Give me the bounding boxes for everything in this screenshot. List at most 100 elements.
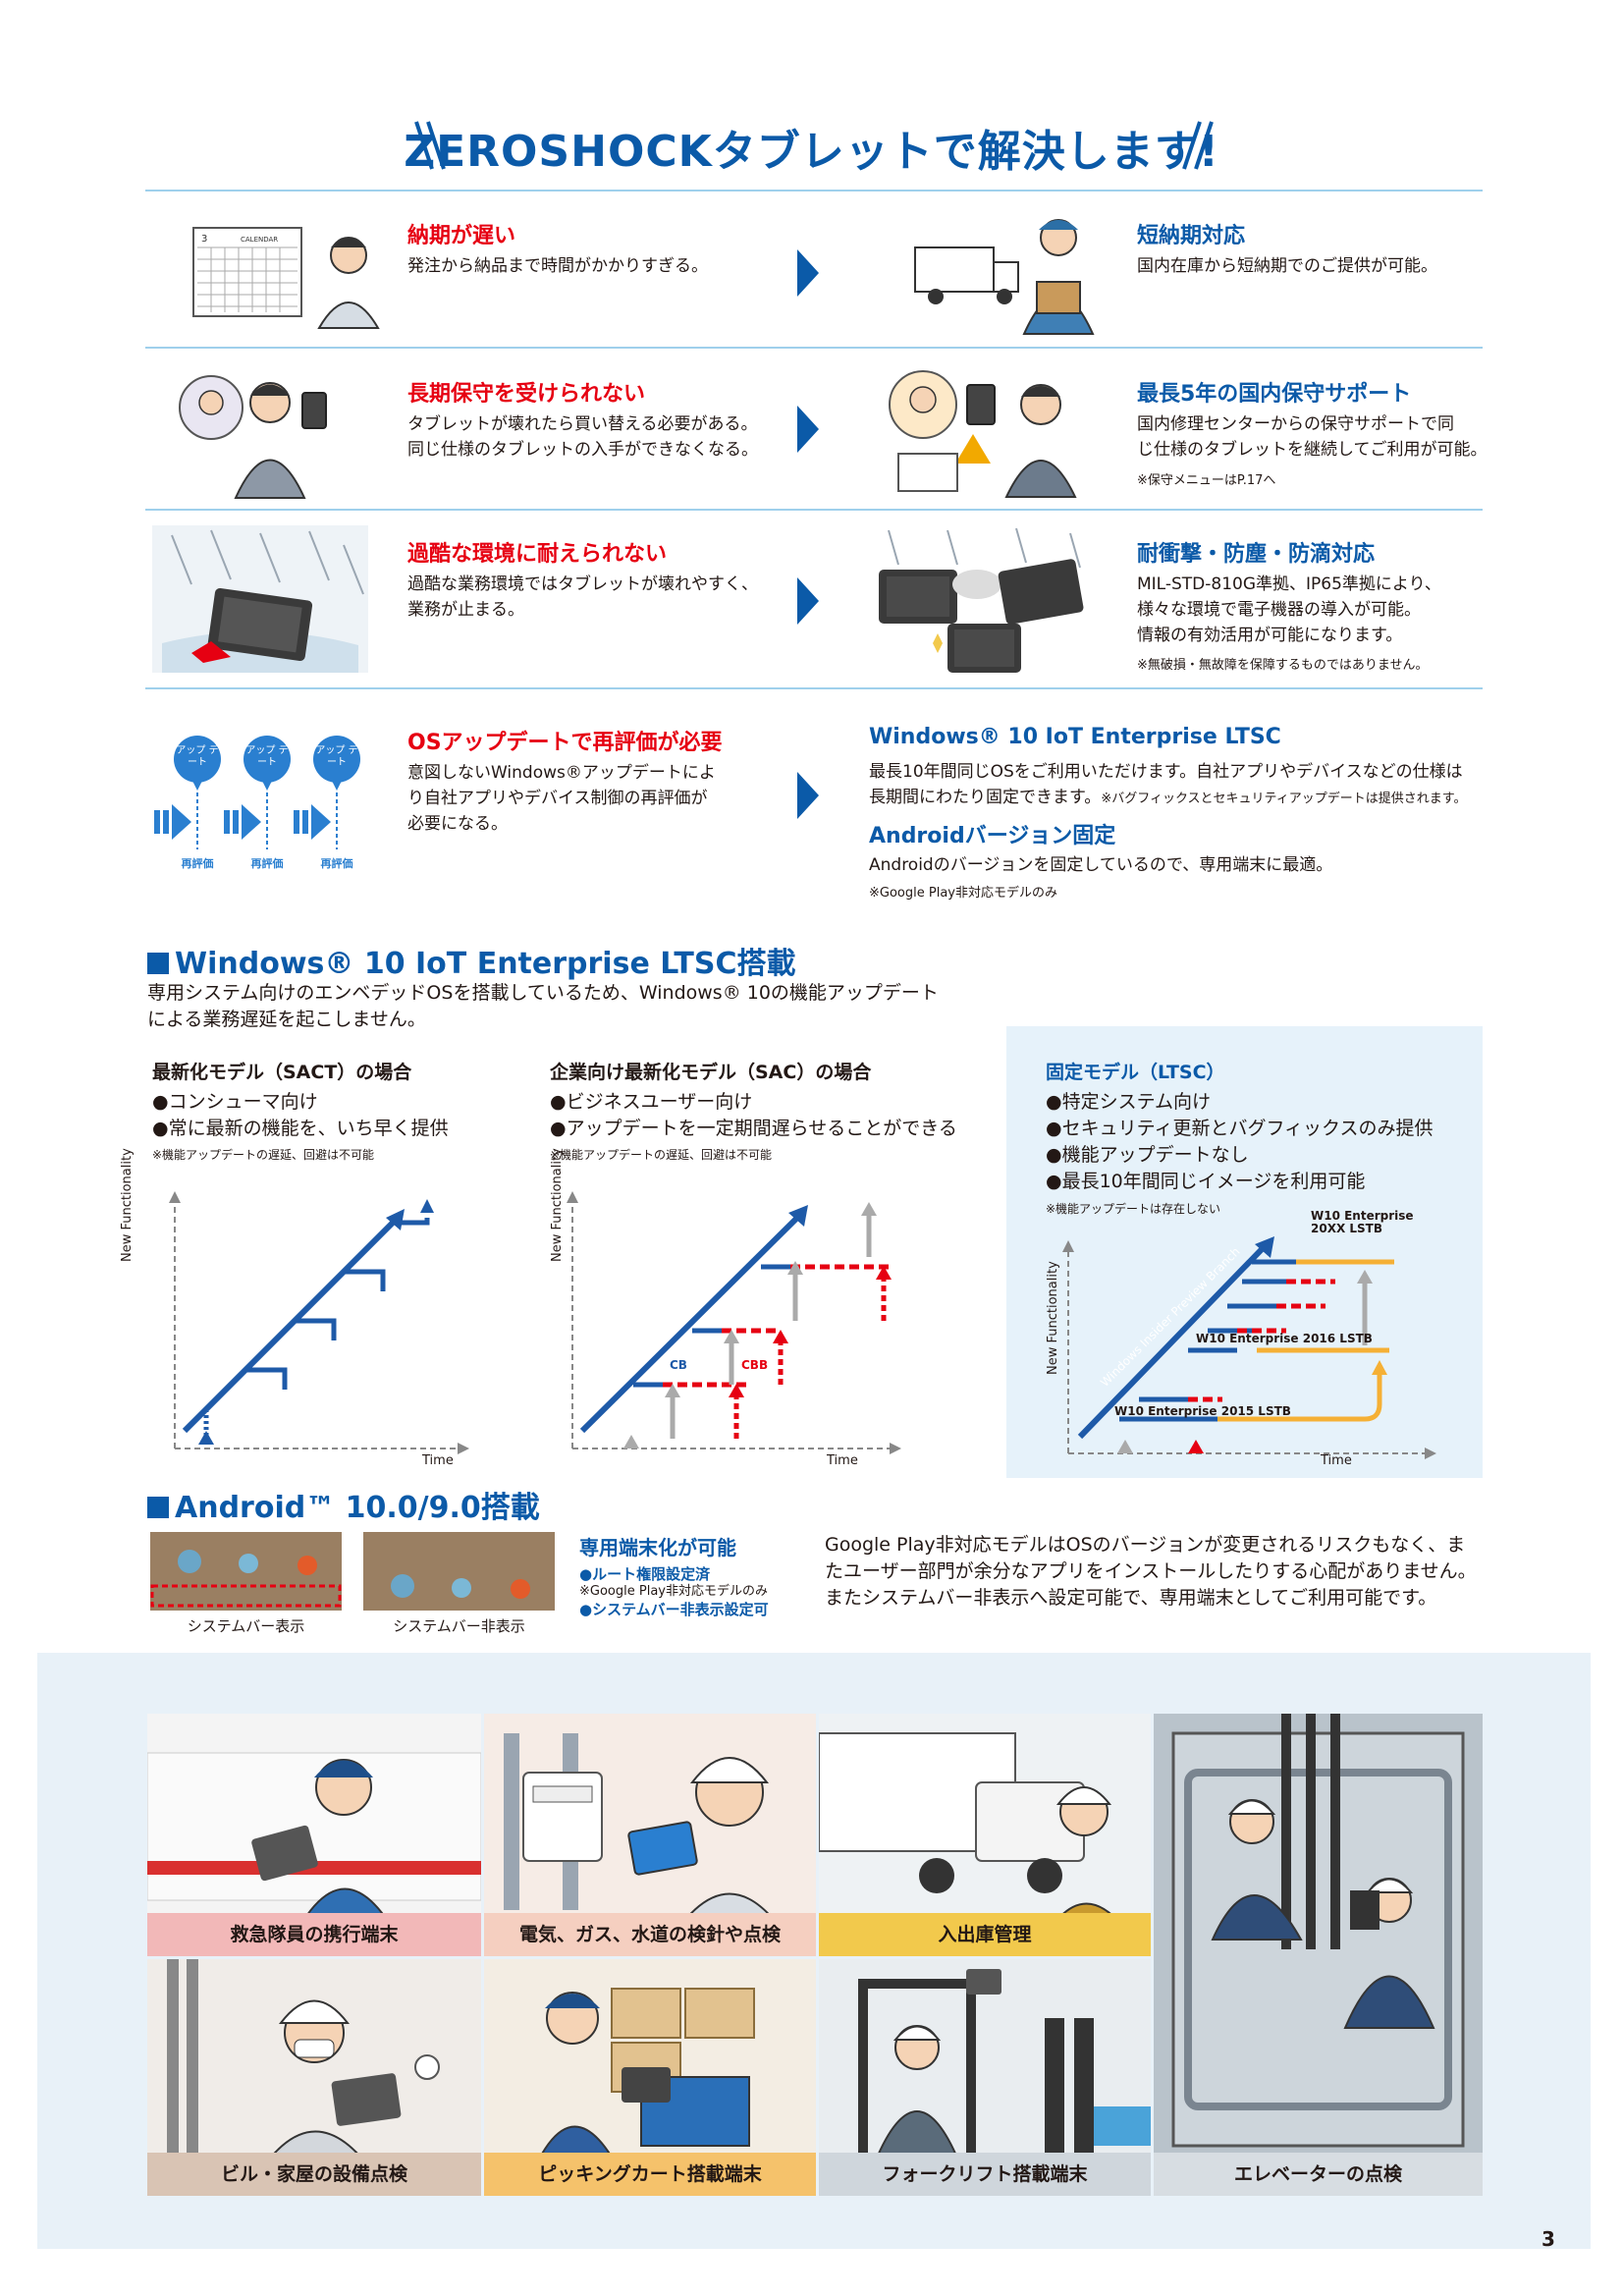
problem-title: OSアップデートで再評価が必要 — [407, 731, 723, 755]
problem-title: 過酷な環境に耐えられない — [407, 542, 668, 567]
lstb-label-20xx: W10 Enterprise 20XX LSTB — [1311, 1209, 1414, 1235]
calendar-illustration: 3 CALENDAR — [192, 227, 380, 329]
title-deco-left — [414, 121, 446, 170]
model-title-sact: 最新化モデル（SACT）の場合 — [152, 1062, 412, 1083]
caption-systembar-visible: システムバー表示 — [187, 1617, 305, 1635]
solution-note: ※無破損・無故障を保障するものではありません。 — [1137, 658, 1429, 673]
windows-intro: 専用システム向けのエンベデッドOSを搭載しているため、Windows® 10の機… — [147, 982, 939, 1030]
update-bubble-label: アップ デート — [315, 745, 358, 768]
scene-elevator: エレベーターの点検 — [1154, 1714, 1483, 2196]
scene-forklift: フォークリフト搭載端末 — [819, 1959, 1151, 2196]
scene-meter-reading: 電気、ガス、水道の検針や点検 — [484, 1714, 816, 1956]
rugged-environment-illustration — [152, 525, 368, 673]
cbb-label: CBB — [741, 1358, 769, 1372]
scene-label: エレベーターの点検 — [1154, 2153, 1483, 2196]
solution-note: ※バグフィックスとセキュリティアップデートは提供されます。 — [1101, 792, 1467, 806]
elevator-illustration — [1171, 1714, 1465, 2148]
arrow-right-icon — [797, 406, 819, 453]
systembar-hidden-screenshot — [363, 1532, 555, 1611]
forklift-illustration — [858, 1969, 1151, 2157]
x-axis-label: Time — [422, 1453, 454, 1468]
systembar-visible-screenshot — [150, 1532, 342, 1611]
update-bubble-label: アップ デート — [245, 745, 289, 768]
scene-label: ビル・家屋の設備点検 — [147, 2153, 481, 2196]
solution-desc: 国内在庫から短納期でのご提供が可能。 — [1137, 256, 1437, 276]
frustrated-man-illustration — [179, 375, 327, 499]
scene-label: 入出庫管理 — [819, 1913, 1151, 1956]
model-note-sac: ※機能アップデートの遅延、回避は不可能 — [550, 1148, 773, 1162]
y-axis-label: New Functionality — [120, 1148, 135, 1262]
scene-label: 救急隊員の携行端末 — [147, 1913, 481, 1956]
os-update-illustration: アップ デート アップ デート アップ デート 再評価 再評価 再評価 — [152, 732, 383, 879]
solution-title: Windows® 10 IoT Enterprise LTSC — [869, 725, 1281, 749]
scene-label: 電気、ガス、水道の検針や点検 — [484, 1913, 816, 1956]
lstb-label-2016: W10 Enterprise 2016 LSTB — [1196, 1332, 1373, 1345]
model-title-ltsc: 固定モデル（LTSC） — [1046, 1062, 1225, 1083]
solution-desc-android: Androidのバージョンを固定しているので、専用端末に最適。 — [869, 855, 1333, 875]
arrow-right-icon — [797, 577, 819, 625]
problem-title: 長期保守を受けられない — [407, 382, 646, 407]
android-desc: Google Play非対応モデルはOSのバージョンが変更されるリスクもなく、ま… — [825, 1534, 1477, 1609]
support-illustration — [889, 370, 1077, 498]
solution-title: 最長5年の国内保守サポート — [1137, 382, 1412, 407]
model-bullets-sact: ●コンシューマ向け ●常に最新の機能を、いち早く提供 — [152, 1091, 449, 1139]
ltsc-panel — [1006, 1026, 1483, 1478]
model-note-ltsc: ※機能アップデートは存在しない — [1046, 1202, 1221, 1216]
problem-desc: 発注から納品まで時間がかかりすぎる。 — [407, 256, 708, 276]
divider — [145, 509, 1483, 511]
model-bullets-sac: ●ビジネスユーザー向け ●アップデートを一定期間遅らせることができる — [550, 1091, 957, 1139]
x-axis-label: Time — [1321, 1453, 1352, 1468]
divider — [145, 347, 1483, 349]
sac-update-diagram — [567, 1191, 901, 1454]
reeval-label: 再評価 — [320, 857, 353, 870]
solution-desc: 最長10年間同じOSをご利用いただけます。自社アプリやデバイスなどの仕様は 長期… — [869, 762, 1467, 807]
reeval-label: 再評価 — [250, 857, 284, 870]
lstb-label-2015: W10 Enterprise 2015 LSTB — [1114, 1404, 1291, 1418]
update-flow-diagram — [154, 736, 360, 849]
sact-update-diagram — [169, 1191, 469, 1454]
square-bullet-icon — [147, 1497, 169, 1518]
main-trend-line — [182, 1215, 401, 1434]
arrow-right-icon — [797, 772, 819, 819]
solution-note: ※保守メニューはP.17へ — [1137, 473, 1276, 488]
arrow-right-icon — [797, 249, 819, 297]
y-axis-label: New Functionality — [1046, 1261, 1060, 1375]
solution-desc: 国内修理センターからの保守サポートで同 じ仕様のタブレットを継続してご利用が可能… — [1137, 414, 1488, 460]
svg-text:CALENDAR: CALENDAR — [241, 236, 278, 244]
scene-ambulance: 救急隊員の携行端末 — [147, 1714, 481, 1956]
problem-desc: 過酷な業務環境ではタブレットが壊れやすく、 業務が止まる。 — [407, 574, 758, 620]
model-bullets-ltsc: ●特定システム向け ●セキュリティ更新とバグフィックスのみ提供 ●機能アップデー… — [1046, 1091, 1434, 1192]
solution-desc: MIL-STD-810G準拠、IP65準拠により、 様々な環境で電子機器の導入が… — [1137, 574, 1441, 645]
problem-title: 納期が遅い — [407, 224, 516, 248]
scene-picking-cart: ピッキングカート搭載端末 — [484, 1959, 816, 2196]
caption-systembar-hidden: システムバー非表示 — [393, 1617, 525, 1635]
section-heading-windows: Windows® 10 IoT Enterprise LTSC搭載 — [147, 939, 795, 982]
scene-building-inspection: ビル・家屋の設備点検 — [147, 1959, 481, 2196]
cb-label: CB — [670, 1358, 687, 1372]
y-axis-label: New Functionality — [550, 1148, 565, 1262]
solution-title: 短納期対応 — [1137, 224, 1246, 248]
title-deco-right — [1182, 121, 1214, 170]
reeval-label: 再評価 — [181, 857, 214, 870]
section-heading-android: Android™ 10.0/9.0搭載 — [147, 1483, 540, 1526]
solution-note-android: ※Google Play非対応モデルのみ — [869, 886, 1057, 901]
page-title: ZEROSHOCKタブレットで解決します! — [404, 127, 1219, 177]
scene-label: ピッキングカート搭載端末 — [484, 2153, 816, 2196]
android-feature-title: 専用端末化が可能 — [579, 1536, 736, 1559]
delivery-illustration — [914, 219, 1095, 335]
model-note-sact: ※機能アップデートの遅延、回避は不可能 — [152, 1148, 375, 1162]
divider — [145, 190, 1483, 191]
scene-warehouse: 入出庫管理 — [819, 1714, 1151, 1956]
rugged-tablets-illustration — [879, 527, 1084, 673]
model-title-sac: 企業向け最新化モデル（SAC）の場合 — [550, 1062, 872, 1083]
divider — [145, 687, 1483, 689]
solution-title: 耐衝撃・防塵・防滴対応 — [1137, 542, 1376, 567]
solution-title-android: Androidバージョン固定 — [869, 824, 1116, 848]
update-bubble-label: アップ デート — [176, 745, 219, 768]
ltsc-update-diagram — [1062, 1236, 1436, 1459]
scene-label: フォークリフト搭載端末 — [819, 2153, 1151, 2196]
page-number: 3 — [1542, 2227, 1555, 2251]
svg-text:3: 3 — [201, 234, 207, 245]
square-bullet-icon — [147, 953, 169, 974]
problem-desc: タブレットが壊れたら買い替える必要がある。 同じ仕様のタブレットの入手ができなく… — [407, 414, 758, 460]
